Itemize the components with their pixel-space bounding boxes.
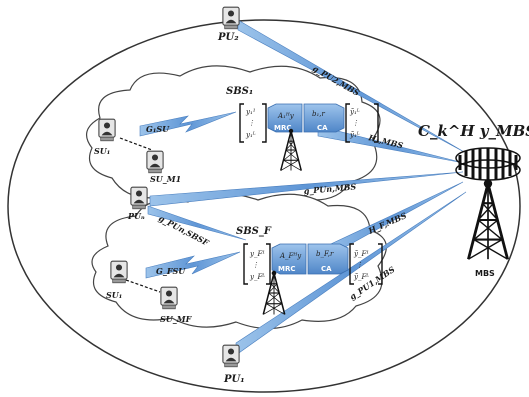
su1-label: SU₁ — [94, 146, 110, 156]
caf-label: CA — [321, 265, 332, 273]
svg-text:y₁ᴸ: y₁ᴸ — [245, 131, 256, 139]
pun-label: PUₙ — [127, 211, 145, 221]
interference-g1su — [139, 111, 237, 137]
pu1-icon — [222, 344, 240, 368]
su1b-icon — [110, 260, 128, 284]
pu2-icon — [222, 6, 240, 30]
sbsf-processing: y_F¹ ⋮ y_Fᴸ A_Fᴴy MRC b_F,r CA ỹ_F¹ ⋮ ỹ_… — [243, 243, 383, 316]
svg-text:b₁,r: b₁,r — [312, 110, 326, 118]
svg-text:A_Fᴴy: A_Fᴴy — [279, 252, 302, 260]
g1su-label: G₁SU — [146, 124, 170, 134]
svg-text:y₁¹: y₁¹ — [245, 108, 256, 116]
sumf-icon — [160, 286, 178, 310]
mrc1-label: MRC — [274, 124, 292, 132]
interference-gfsu — [145, 251, 241, 279]
su-link-1 — [119, 137, 153, 151]
mbs-label: MBS — [475, 269, 495, 278]
svg-text:⋮: ⋮ — [248, 119, 255, 127]
sbs1-label: SBS₁ — [226, 86, 253, 97]
svg-text:ỹ₁ᴸ: ỹ₁ᴸ — [349, 131, 360, 139]
beam-pun-mbs — [149, 171, 464, 207]
su1-icon — [98, 118, 116, 142]
su-link-f — [125, 279, 161, 293]
sum1-label: SU_M1 — [150, 174, 181, 184]
sbs1-processing: y₁¹ ⋮ y₁ᴸ A₁ᴴy MRC b₁,r CA ỹ₁ᴸ ⋮ ỹ₁ᴸ — [239, 103, 379, 172]
pun-icon — [130, 186, 148, 210]
ca1-label: CA — [317, 124, 328, 132]
svg-text:A₁ᴴy: A₁ᴴy — [277, 112, 295, 120]
svg-text:ỹ_Fᴸ: ỹ_Fᴸ — [353, 273, 369, 281]
beam-pun-sbsf — [147, 205, 247, 241]
svg-text:⋮: ⋮ — [356, 261, 363, 269]
link-pun-mbs-label: g_PUn,MBS — [303, 181, 356, 196]
svg-text:⋮: ⋮ — [352, 119, 359, 127]
svg-text:⋮: ⋮ — [252, 261, 259, 269]
svg-text:ỹ_F¹: ỹ_F¹ — [353, 250, 369, 258]
pu2-label: PU₂ — [217, 32, 239, 43]
sumf-label: SU_MF — [160, 314, 193, 324]
svg-text:ỹ₁ᴸ: ỹ₁ᴸ — [349, 108, 360, 116]
pu1-label: PU₁ — [223, 374, 245, 385]
svg-text:y_F¹: y_F¹ — [249, 250, 265, 258]
equation-label: C_k^H y_MBS — [418, 122, 529, 140]
su1b-label: SU₁ — [106, 290, 122, 300]
mbs-station — [455, 147, 521, 261]
mrcf-label: MRC — [278, 265, 296, 273]
svg-text:y_Fᴸ: y_Fᴸ — [249, 273, 265, 281]
sum1-icon — [146, 150, 164, 174]
svg-text:b_F,r: b_F,r — [316, 250, 334, 258]
sbsf-label: SBS_F — [236, 226, 272, 237]
gfsu-label: G_FSU — [156, 266, 186, 276]
